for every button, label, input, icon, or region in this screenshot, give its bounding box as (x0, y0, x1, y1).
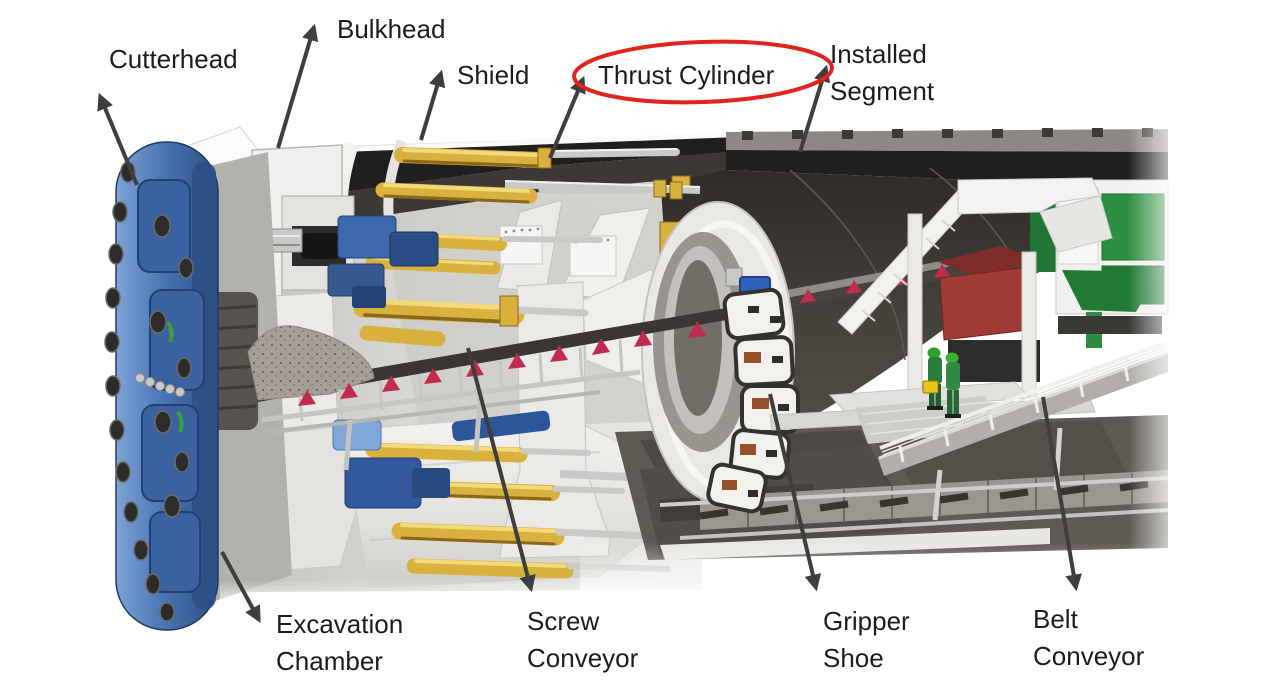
label-thrust-cylinder: Thrust Cylinder (598, 60, 775, 90)
leader-arrows (97, 23, 1082, 623)
right-edge-fade (1128, 118, 1200, 598)
label-bulkhead: Bulkhead (337, 14, 446, 44)
gripper-shoe (706, 267, 800, 514)
bottom-left-fade (220, 580, 640, 610)
cutterhead-wheel (104, 141, 219, 631)
hydraulic-blocks (327, 215, 551, 509)
screw-conveyor (247, 306, 738, 471)
thrust-cylinder-highlight-ellipse (572, 39, 834, 105)
label-cutterhead: Cutterhead (109, 44, 238, 74)
bottom-edge-fade (580, 542, 1180, 608)
workers (922, 347, 961, 418)
label-shield: Shield (457, 60, 530, 90)
